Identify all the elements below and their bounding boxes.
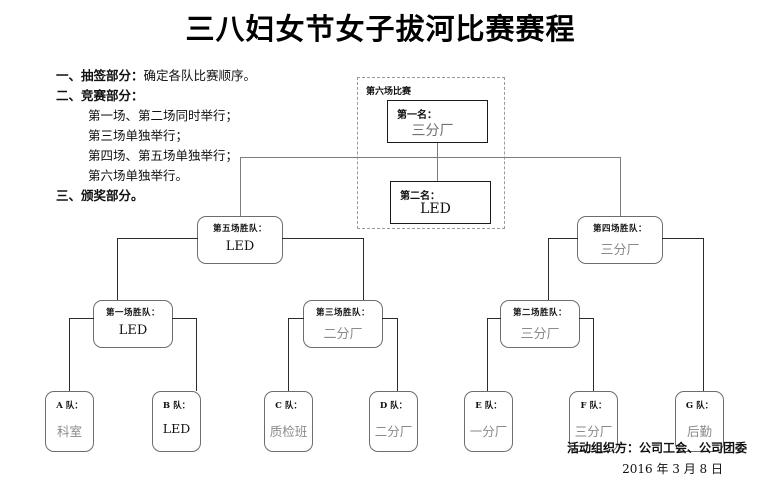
team-value-f: 三分厂 (574, 424, 613, 439)
connector-left-branch-down-b (363, 238, 365, 300)
team-box-b[interactable]: B 队： LED (152, 391, 201, 452)
connector-q2-down-f (593, 318, 595, 391)
note-text: 第三场单独举行； (88, 128, 189, 143)
quarter-final-box-2[interactable]: 第二场胜队： 三分厂 (500, 300, 580, 348)
connector-semi-right-out-left (548, 238, 578, 240)
first-place-label: 第一名： (397, 110, 437, 121)
note-line: 第三场单独举行； (56, 126, 356, 146)
connector-semi-right-out-right (662, 238, 704, 240)
team-label-e: E 队： (475, 401, 502, 411)
quarter-final-box-1[interactable]: 第一场胜队： LED (93, 300, 173, 348)
team-label-b: B 队： (162, 401, 191, 411)
connector-q2-out-right (579, 318, 594, 320)
footer-date: 2016 年 3 月 8 日 (622, 462, 723, 476)
note-text: 确定各队比赛顺序。 (143, 68, 257, 83)
team-value-a: 科室 (56, 424, 82, 439)
note-line: 第六场单独举行。 (56, 166, 356, 186)
connector-right-branch-down-g (703, 238, 705, 391)
team-box-c[interactable]: C 队： 质检班 (264, 391, 313, 452)
notes-block: 一、抽签部分：确定各队比赛顺序。 二、竞赛部分： 第一场、第二场同时举行； 第三… (56, 66, 356, 206)
team-label-f: F 队： (580, 401, 607, 411)
connector-q3-out-left (288, 318, 304, 320)
semi-final-right-label: 第四场胜队： (592, 224, 647, 234)
team-box-f[interactable]: F 队： 三分厂 (569, 391, 618, 452)
connector-q1-down-a (69, 318, 71, 391)
connector-q2-down-e (487, 318, 489, 391)
note-line: 三、颁奖部分。 (56, 186, 356, 206)
team-box-g[interactable]: G 队： 后勤 (675, 391, 724, 452)
team-label-g: G 队： (685, 401, 714, 411)
connector-semis-bus (240, 157, 621, 159)
note-line: 第一场、第二场同时举行； (56, 106, 356, 126)
second-place-label: 第二名： (400, 191, 440, 202)
quarter-final-box-3[interactable]: 第三场胜队： 二分厂 (303, 300, 383, 348)
connector-q1-out-left (69, 318, 94, 320)
quarter-final-label-1: 第一场胜队： (105, 308, 160, 318)
quarter-final-value-2: 三分厂 (520, 327, 560, 342)
note-index: 一、 (56, 68, 82, 83)
team-box-e[interactable]: E 队： 一分厂 (464, 391, 513, 452)
team-label-a: A 队： (56, 401, 83, 411)
semi-final-left-box[interactable]: 第五场胜队： LED (197, 216, 283, 264)
team-box-a[interactable]: A 队： 科室 (45, 391, 94, 452)
note-heading: 竞赛部分： (81, 88, 144, 103)
team-label-d: D 队： (379, 401, 408, 411)
connector-right-branch-down-a (548, 238, 550, 300)
semi-final-left-value: LED (225, 239, 255, 254)
quarter-final-label-3: 第三场胜队： (315, 308, 370, 318)
first-place-value: 三分厂 (411, 123, 454, 139)
note-text: 第六场单独举行。 (88, 168, 189, 183)
page-title: 三八妇女节女子拔河比赛赛程 (185, 12, 576, 46)
note-heading: 抽签部分： (81, 68, 144, 83)
connector-left-branch-down-a (117, 238, 119, 300)
semi-final-right-box[interactable]: 第四场胜队： 三分厂 (577, 216, 663, 264)
note-text: 第一场、第二场同时举行； (88, 108, 239, 123)
second-place-box[interactable]: 第二名： LED (390, 181, 491, 224)
team-value-d: 二分厂 (374, 424, 413, 439)
note-index: 二、 (56, 88, 82, 103)
team-value-e: 一分厂 (469, 424, 508, 439)
team-box-d[interactable]: D 队： 二分厂 (369, 391, 418, 452)
final-match-group (357, 77, 505, 229)
team-value-g: 后勤 (686, 424, 712, 439)
note-line: 二、竞赛部分： (56, 86, 356, 106)
connector-q3-down-c (288, 318, 290, 391)
note-line: 一、抽签部分：确定各队比赛顺序。 (56, 66, 356, 86)
connector-semi-left-drop (240, 157, 242, 217)
semi-final-right-value: 三分厂 (600, 243, 640, 258)
connector-q1-out-right (172, 318, 197, 320)
connector-semi-right-drop (620, 157, 622, 217)
connector-final-vertical (437, 143, 439, 181)
team-value-c: 质检班 (269, 424, 308, 439)
connector-semi-left-out-left (117, 238, 198, 240)
team-label-c: C 队： (275, 401, 302, 411)
final-match-group-label: 第六场比赛 (366, 87, 412, 97)
note-line: 第四场、第五场单独举行； (56, 146, 356, 166)
second-place-value: LED (420, 201, 451, 217)
team-value-b: LED (162, 421, 191, 436)
connector-q1-down-b (196, 318, 198, 391)
connector-q2-out-left (487, 318, 501, 320)
connector-q3-down-d (397, 318, 399, 391)
quarter-final-value-1: LED (118, 323, 148, 338)
footer-organizer: 活动组织方：公司工会、公司团委 (566, 441, 747, 455)
connector-q3-out-right (382, 318, 398, 320)
footer: 活动组织方：公司工会、公司团委 2016 年 3 月 8 日 (427, 439, 747, 477)
first-place-box[interactable]: 第一名： 三分厂 (387, 100, 488, 143)
quarter-final-label-2: 第二场胜队： (512, 308, 567, 318)
note-text: 第四场、第五场单独举行； (88, 148, 239, 163)
note-heading: 颁奖部分。 (81, 188, 144, 203)
semi-final-left-label: 第五场胜队： (212, 224, 267, 234)
note-index: 三、 (56, 188, 82, 203)
connector-semi-left-out-right (282, 238, 364, 240)
quarter-final-value-3: 二分厂 (323, 327, 363, 342)
